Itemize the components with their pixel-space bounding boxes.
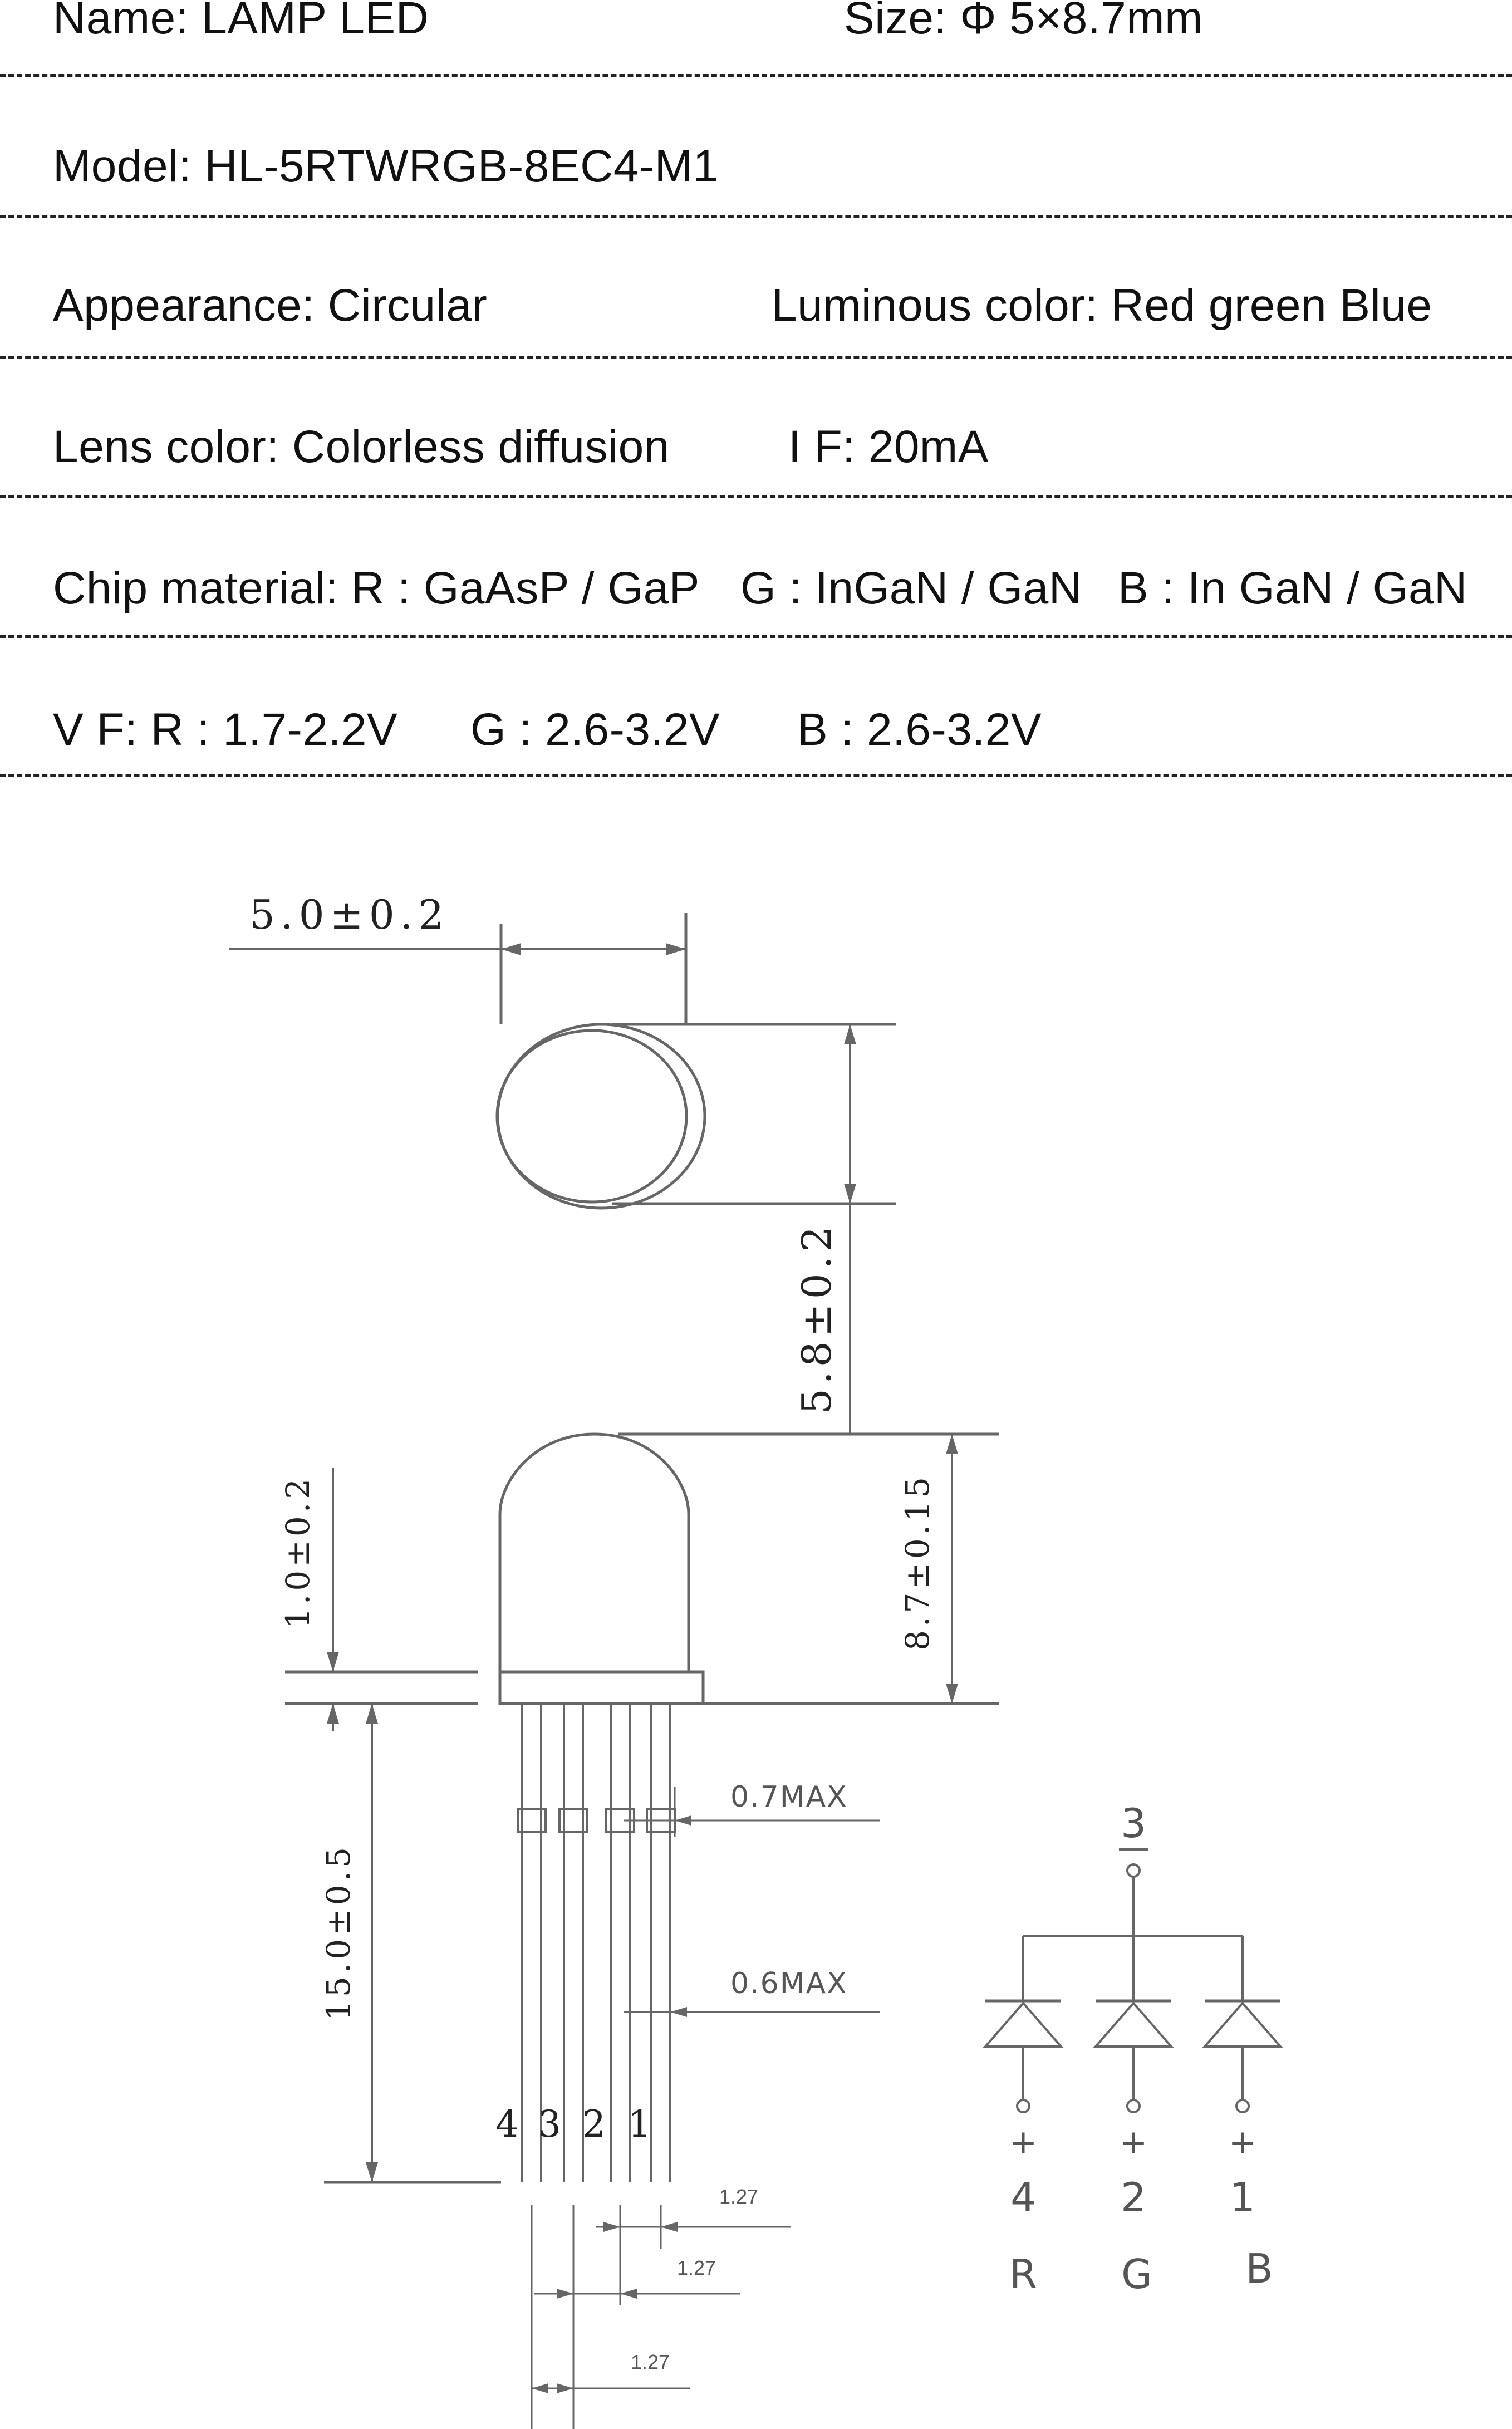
pitch-dims — [531, 2205, 791, 2429]
blue-pin-dot — [1235, 2099, 1250, 2113]
lens-h-arrow-top — [844, 1024, 856, 1044]
green-pin-dot — [1126, 2099, 1141, 2113]
green-plus: + — [1120, 2123, 1147, 2162]
spec-row-lens: Lens color: Colorless diffusion I F: 20m… — [0, 424, 1512, 566]
max06-arrow — [670, 2007, 687, 2017]
divider-6 — [0, 774, 1512, 777]
lens-height-label: 5.8±0.2 — [793, 1222, 840, 1414]
pin-label-4: 4 — [495, 2103, 519, 2146]
divider-1 — [0, 74, 1512, 77]
max07-label: 0.7MAX — [730, 1780, 848, 1814]
led-dome — [498, 1432, 690, 1672]
blue-color-label: B — [1245, 2245, 1273, 2292]
spec-row-name: Name: LAMP LED Size: Φ 5×8.7mm — [0, 0, 1512, 141]
pin-label-2: 2 — [582, 2103, 606, 2146]
spec-appearance: Appearance: Circular — [53, 280, 488, 331]
spec-luminous-color: Luminous color: Red green Blue — [772, 280, 1432, 331]
flange-label: 1.0±0.2 — [279, 1475, 317, 1628]
spec-row-appearance: Appearance: Circular Luminous color: Red… — [0, 283, 1512, 424]
spec-row-model: Model: HL-5RTWRGB-8EC4-M1 — [0, 141, 1512, 283]
pitch-1-arrow-l — [603, 2222, 620, 2232]
red-pin-number: 4 — [1010, 2174, 1036, 2221]
blue-pin-number: 1 — [1230, 2174, 1255, 2221]
top-view — [229, 913, 896, 1434]
dia-arrow-right — [666, 943, 686, 955]
pitch-2-label: 1.27 — [677, 2256, 716, 2279]
led-flange — [498, 1670, 705, 1705]
spec-vf-g: G : 2.6-3.2V — [470, 704, 720, 755]
divider-2 — [0, 215, 1512, 218]
flange-arrow-bot — [327, 1704, 339, 1724]
pin-label-3: 3 — [538, 2103, 561, 2146]
common-pin-dot — [1126, 1863, 1141, 1878]
spec-if: I F: 20mA — [788, 421, 989, 472]
body-h-arrow-top — [946, 1434, 958, 1454]
spec-row-chip: Chip material: R : GaAsP / GaP G : InGaN… — [0, 565, 1512, 706]
spec-chip-g: G : InGaN / GaN — [740, 563, 1082, 614]
lens-inner-circle — [495, 1029, 688, 1204]
lead-len-arrow-top — [366, 1704, 378, 1724]
circuit-schematic — [983, 1848, 1283, 2113]
lead-len-arrow-bot — [366, 2162, 378, 2182]
pitch-3-label: 1.27 — [631, 2351, 670, 2373]
green-pin-number: 2 — [1121, 2174, 1146, 2221]
pin-label-1: 1 — [628, 2103, 651, 2146]
pitch-1-label: 1.27 — [719, 2185, 758, 2208]
spec-lens-color: Lens color: Colorless diffusion — [53, 421, 670, 472]
spec-row-vf: V F: R : 1.7-2.2V G : 2.6-3.2V B : 2.6-3… — [0, 706, 1512, 847]
divider-4 — [0, 495, 1512, 498]
lens-h-arrow-bot — [844, 1184, 856, 1204]
spec-size: Size: Φ 5×8.7mm — [844, 0, 1203, 43]
spec-chip-r: Chip material: R : GaAsP / GaP — [53, 563, 700, 614]
common-pin-number: 3 — [1121, 1800, 1146, 1847]
body-height-label: 8.7±0.15 — [899, 1474, 936, 1651]
leads — [517, 1704, 676, 2182]
blue-plus: + — [1229, 2123, 1256, 2162]
max06-label: 0.6MAX — [730, 1967, 848, 2000]
side-view — [285, 1432, 999, 2429]
red-color-label: R — [1009, 2251, 1037, 2298]
diameter-label: 5.0±0.2 — [249, 891, 449, 938]
blue-diode-triangle — [1202, 2001, 1283, 2048]
lead-length-label: 15.0±0.5 — [320, 1844, 357, 2021]
max07-arrow — [675, 1815, 691, 1826]
pitch-2-arrow-r — [620, 2289, 637, 2299]
pitch-1-arrow-r — [661, 2222, 678, 2232]
dia-arrow-left — [501, 943, 521, 955]
red-diode-triangle — [983, 2001, 1064, 2048]
spec-vf-b: B : 2.6-3.2V — [797, 704, 1042, 755]
spec-chip-b: B : In GaN / GaN — [1118, 563, 1467, 614]
spec-vf-r: V F: R : 1.7-2.2V — [53, 704, 398, 755]
spec-name: Name: LAMP LED — [53, 0, 429, 43]
body-h-arrow-bot — [946, 1684, 958, 1704]
spec-model: Model: HL-5RTWRGB-8EC4-M1 — [53, 141, 719, 192]
kink-3 — [558, 1808, 588, 1833]
flange-arrow-top — [327, 1652, 339, 1672]
divider-3 — [0, 356, 1512, 359]
red-plus: + — [1009, 2123, 1037, 2162]
kink-4 — [517, 1808, 547, 1833]
pitch-2-arrow-l — [557, 2289, 573, 2299]
green-diode-triangle — [1093, 2001, 1174, 2048]
green-color-label: G — [1121, 2251, 1152, 2298]
pitch-3-arrow-r — [557, 2383, 573, 2393]
pitch-3-arrow-l — [532, 2383, 548, 2393]
red-pin-dot — [1016, 2099, 1030, 2113]
divider-5 — [0, 635, 1512, 638]
